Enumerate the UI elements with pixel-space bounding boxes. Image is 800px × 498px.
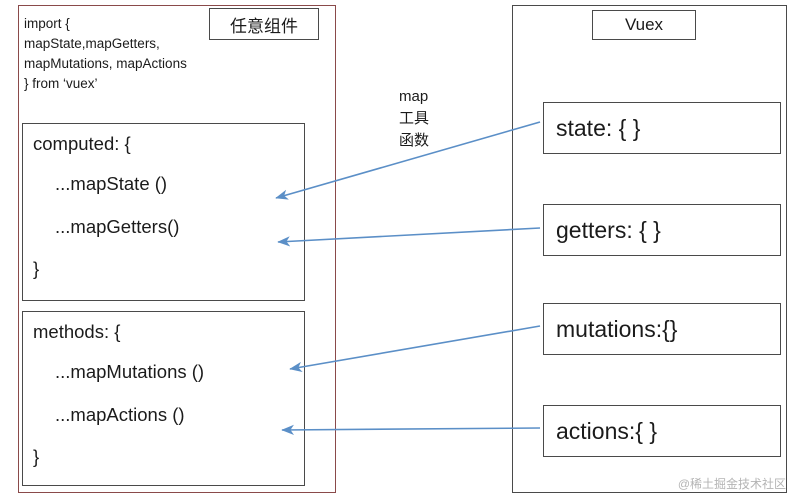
methods-code: methods: { ...mapMutations () ...mapActi… xyxy=(33,321,298,473)
computed-line-2: ...mapState () xyxy=(55,173,168,195)
methods-line-3: ...mapActions () xyxy=(55,403,185,425)
import-code-block: import { mapState,mapGetters, mapMutatio… xyxy=(24,16,187,91)
computed-line-4: } xyxy=(33,258,40,280)
methods-line-1: methods: { xyxy=(33,321,121,342)
vuex-block-actions: actions:{ } xyxy=(543,405,781,457)
vuex-title-chip: Vuex xyxy=(592,10,696,40)
watermark: @稀土掘金技术社区 xyxy=(677,477,786,491)
vuex-block-mutations: mutations:{} xyxy=(543,303,781,355)
computed-block: computed: { ...mapState () ...mapGetters… xyxy=(22,123,305,301)
map-helpers-label: map 工具 函数 xyxy=(399,88,430,149)
computed-code: computed: { ...mapState () ...mapGetters… xyxy=(33,133,298,285)
vuex-block-getters: getters: { } xyxy=(543,204,781,256)
methods-block: methods: { ...mapMutations () ...mapActi… xyxy=(22,311,305,486)
methods-line-4: } xyxy=(33,446,40,468)
computed-line-1: computed: { xyxy=(33,133,131,154)
vuex-block-state: state: { } xyxy=(543,102,781,154)
methods-line-2: ...mapMutations () xyxy=(55,361,205,383)
component-title-chip: 任意组件 xyxy=(209,8,319,40)
computed-line-3: ...mapGetters() xyxy=(55,215,180,237)
